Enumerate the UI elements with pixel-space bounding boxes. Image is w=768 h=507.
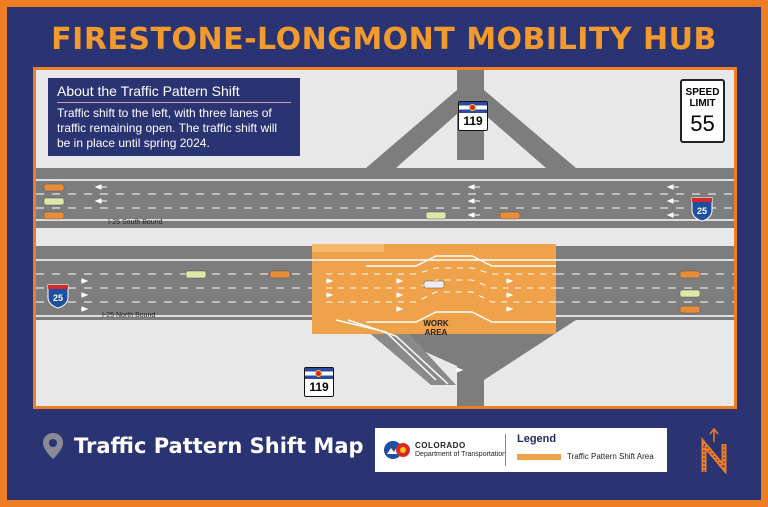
ramp-line bbox=[347, 319, 449, 385]
ramp-nw bbox=[366, 90, 457, 168]
north-arrow-icon bbox=[701, 428, 727, 474]
nb-arrows bbox=[81, 278, 514, 373]
shift-line bbox=[326, 267, 556, 275]
i25-southbound bbox=[36, 168, 734, 228]
legend-swatch bbox=[517, 454, 561, 460]
work-area-label-1: WORK bbox=[423, 319, 449, 328]
work-zone-strip bbox=[312, 244, 384, 252]
cdot-line1: COLORADO bbox=[415, 441, 466, 450]
speed-limit-sign: SPEED LIMIT 55 bbox=[680, 79, 725, 143]
about-heading: About the Traffic Pattern Shift bbox=[57, 83, 291, 103]
vehicles bbox=[43, 183, 701, 314]
car bbox=[43, 211, 65, 220]
speed-limit-value: 55 bbox=[690, 111, 715, 136]
colorado-flag-icon bbox=[459, 102, 487, 113]
legend-title: Legend bbox=[517, 433, 557, 445]
car bbox=[185, 270, 207, 279]
speed-limit-line2: LIMIT bbox=[689, 98, 716, 109]
legend: COLORADO Department of Transportation Le… bbox=[375, 428, 667, 472]
shift-line bbox=[366, 311, 556, 323]
interstate-number: 25 bbox=[53, 293, 63, 303]
speed-limit-line1: SPEED bbox=[685, 87, 720, 98]
interstate-shield-icon: 25 bbox=[47, 284, 69, 309]
southbound-label: I-25 South Bound bbox=[108, 219, 163, 226]
map-title: Traffic Pattern Shift Map bbox=[74, 434, 364, 458]
shift-line bbox=[326, 291, 556, 303]
work-zone-area bbox=[312, 244, 556, 334]
sh119-shield-north-icon: 119 bbox=[458, 101, 488, 131]
sh119-number: 119 bbox=[309, 380, 329, 394]
sh119-south-road bbox=[457, 320, 484, 406]
cdot-line2: Department of Transportation bbox=[415, 451, 507, 458]
cdot-logo-icon bbox=[384, 441, 410, 459]
sb-arrows bbox=[94, 184, 679, 218]
colorado-flag-icon bbox=[305, 368, 333, 379]
shift-line bbox=[326, 279, 556, 289]
northbound-label: I-25 North Bound bbox=[102, 312, 155, 319]
car bbox=[499, 211, 521, 220]
ramp-ne bbox=[484, 90, 576, 168]
ramp-se bbox=[484, 320, 576, 380]
work-area-label-2: AREA bbox=[425, 328, 448, 337]
car bbox=[269, 270, 291, 279]
car bbox=[423, 280, 445, 289]
about-body: Traffic shift to the left, with three la… bbox=[57, 106, 278, 150]
page-title: FIRESTONE-LONGMONT MOBILITY HUB bbox=[51, 22, 717, 57]
median bbox=[36, 228, 734, 246]
about-panel: About the Traffic Pattern Shift Traffic … bbox=[48, 78, 300, 156]
interstate-shield-icon: 25 bbox=[691, 197, 713, 222]
map-pin-icon bbox=[43, 433, 63, 459]
map-drawing: I-25 South Bound I-25 North Bound WORK A… bbox=[36, 70, 734, 406]
sh119-number: 119 bbox=[463, 114, 483, 128]
car bbox=[679, 270, 701, 279]
car bbox=[43, 197, 65, 206]
legend-divider bbox=[505, 434, 506, 466]
interstate-number: 25 bbox=[697, 206, 707, 216]
cdot-wordmark: COLORADO Department of Transportation bbox=[415, 441, 506, 459]
legend-item-label: Traffic Pattern Shift Area bbox=[567, 452, 654, 461]
car bbox=[679, 305, 701, 314]
sh119-shield-south-icon: 119 bbox=[304, 367, 334, 397]
shift-line bbox=[366, 255, 556, 267]
car bbox=[425, 211, 447, 220]
car bbox=[43, 183, 65, 192]
car bbox=[679, 289, 701, 298]
